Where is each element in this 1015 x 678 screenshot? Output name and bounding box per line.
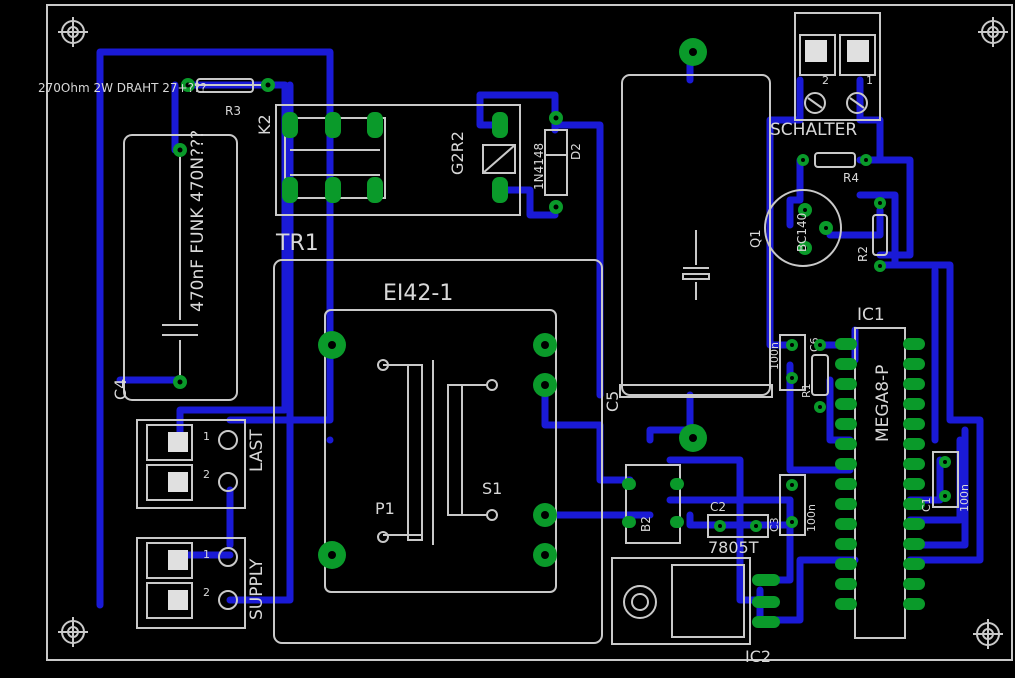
d2-label: D2 — [569, 143, 583, 160]
reg-type-label: 7805T — [708, 538, 759, 557]
last-pin2-label: 2 — [203, 468, 210, 481]
r3-label: R3 — [225, 104, 241, 118]
k2-label: K2 — [255, 114, 274, 135]
board-outline — [46, 4, 1013, 661]
last-label: LAST — [247, 429, 267, 472]
schalter-pin1-label: 1 — [866, 74, 873, 87]
supply-pin2-label: 2 — [203, 586, 210, 599]
ic1-mega8: IC1 MEGA8-P — [835, 305, 925, 639]
relay-type-label: G2R2 — [448, 131, 467, 175]
bridge-rectifier-b2: B2 — [622, 464, 684, 544]
relay-pads — [282, 112, 508, 203]
schalter-label: SCHALTER — [770, 120, 857, 140]
capacitor-c5: C5 — [603, 38, 773, 452]
relay-k2: K2 G2R2 — [255, 104, 521, 216]
c2-label: C2 — [710, 500, 726, 514]
resistor-r4: R4 — [797, 152, 872, 185]
r1-label: R1 — [800, 383, 813, 398]
terminal-schalter: 2 1 SCHALTER — [770, 12, 881, 140]
mounting-hole-tl — [58, 17, 88, 47]
mounting-hole-tr — [978, 17, 1008, 47]
c3-label: C3 — [768, 517, 781, 532]
transistor-q1: Q1 BC140 — [749, 189, 842, 267]
ic2-label: IC2 — [745, 647, 771, 666]
terminal-supply: 1 2 SUPPLY — [136, 537, 267, 629]
capacitor-c2: C2 — [707, 500, 769, 538]
last-pin1-label: 1 — [203, 430, 210, 443]
r2-label: R2 — [856, 246, 870, 262]
c1-label: C1 — [920, 497, 933, 512]
resistor-r2: R2 — [856, 197, 888, 272]
p1-label: P1 — [375, 499, 395, 518]
transformer-pads — [318, 331, 557, 569]
c4-value-label: 470nF FUNK 470N??? — [188, 130, 208, 312]
d2-value-label: 1N4148 — [532, 143, 546, 190]
transformer-tr1: TR1 EI42-1 P1 S1 — [273, 231, 603, 644]
mounting-hole-bl — [58, 617, 88, 647]
mounting-hole-br — [973, 619, 1003, 649]
c3-value-label: 100n — [805, 504, 818, 532]
b2-label: B2 — [639, 516, 653, 532]
q1-type-label: BC140 — [795, 213, 809, 252]
c4-label: C4 — [111, 379, 130, 400]
r3-value-label: 270Ohm 2W DRAHT 27+??? — [38, 81, 207, 95]
tr1-label: TR1 — [275, 231, 319, 256]
diode-d2: 1N4148 D2 — [532, 111, 583, 214]
schalter-pin2-label: 2 — [822, 74, 829, 87]
supply-pin1-label: 1 — [203, 548, 210, 561]
capacitor-c4: 470nF FUNK 470N??? C4 — [111, 130, 238, 401]
resistor-r3: 270Ohm 2W DRAHT 27+??? R3 — [38, 78, 275, 118]
supply-label: SUPPLY — [247, 558, 267, 620]
r4-label: R4 — [843, 171, 859, 185]
mega8-label: MEGA8-P — [873, 365, 893, 442]
c6-value-label: 100n — [768, 342, 781, 370]
capacitor-c6: 100n C6 — [768, 334, 821, 391]
q1-label: Q1 — [749, 229, 764, 248]
ic1-label: IC1 — [857, 305, 885, 325]
ic2-regulator: 7805T IC2 — [611, 538, 780, 666]
ei42-label: EI42-1 — [383, 281, 453, 306]
capacitor-c1: C1 100n — [920, 451, 971, 512]
resistor-r1: R1 — [800, 339, 829, 413]
capacitor-c3: C3 100n — [768, 474, 818, 536]
s1-label: S1 — [482, 479, 502, 498]
c1-value-label: 100n — [958, 484, 971, 512]
terminal-last: 1 2 LAST — [136, 419, 267, 509]
c5-label: C5 — [603, 391, 622, 412]
ic1-pads — [835, 338, 925, 610]
